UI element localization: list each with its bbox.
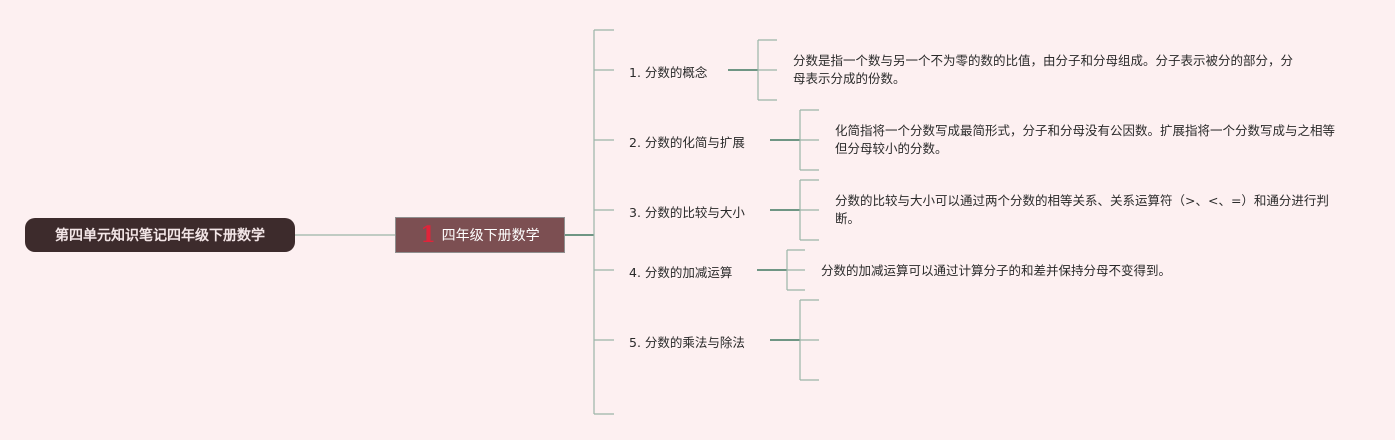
detail-text: 分数的加减运算可以通过计算分子的和差并保持分母不变得到。 — [821, 263, 1172, 278]
topic-node-4[interactable]: 4. 分数的加减运算 — [629, 262, 732, 281]
detail-text: 化简指将一个分数写成最简形式，分子和分母没有公因数。扩展指将一个分数写成与之相等… — [835, 123, 1336, 156]
topic-detail-4[interactable]: 分数的加减运算可以通过计算分子的和差并保持分母不变得到。 — [821, 262, 1341, 280]
detail-text: 分数的比较与大小可以通过两个分数的相等关系、关系运算符（>、<、=）和通分进行判… — [835, 193, 1329, 226]
topic-label: 4. 分数的加减运算 — [629, 265, 733, 280]
topic-node-3[interactable]: 3. 分数的比较与大小 — [629, 202, 745, 221]
root-node[interactable]: 第四单元知识笔记四年级下册数学 — [25, 218, 295, 252]
topic-label: 2. 分数的化简与扩展 — [629, 135, 745, 150]
topic-node-1[interactable]: 1. 分数的概念 — [629, 62, 707, 81]
topic-label: 3. 分数的比较与大小 — [629, 205, 745, 220]
center-node[interactable]: 1 四年级下册数学 — [395, 217, 565, 253]
priority-badge-icon: 1 — [420, 222, 436, 248]
topic-label: 1. 分数的概念 — [629, 65, 708, 80]
topic-label: 5. 分数的乘法与除法 — [629, 335, 745, 350]
center-label: 四年级下册数学 — [441, 228, 540, 244]
topic-detail-1[interactable]: 分数是指一个数与另一个不为零的数的比值，由分子和分母组成。分子表示被分的部分，分… — [793, 52, 1293, 88]
topic-detail-2[interactable]: 化简指将一个分数写成最简形式，分子和分母没有公因数。扩展指将一个分数写成与之相等… — [835, 122, 1335, 158]
detail-text: 分数是指一个数与另一个不为零的数的比值，由分子和分母组成。分子表示被分的部分，分… — [793, 53, 1294, 86]
topic-node-5[interactable]: 5. 分数的乘法与除法 — [629, 332, 745, 351]
root-label: 第四单元知识笔记四年级下册数学 — [55, 228, 265, 244]
topic-detail-3[interactable]: 分数的比较与大小可以通过两个分数的相等关系、关系运算符（>、<、=）和通分进行判… — [835, 192, 1345, 228]
topic-node-2[interactable]: 2. 分数的化简与扩展 — [629, 132, 745, 151]
